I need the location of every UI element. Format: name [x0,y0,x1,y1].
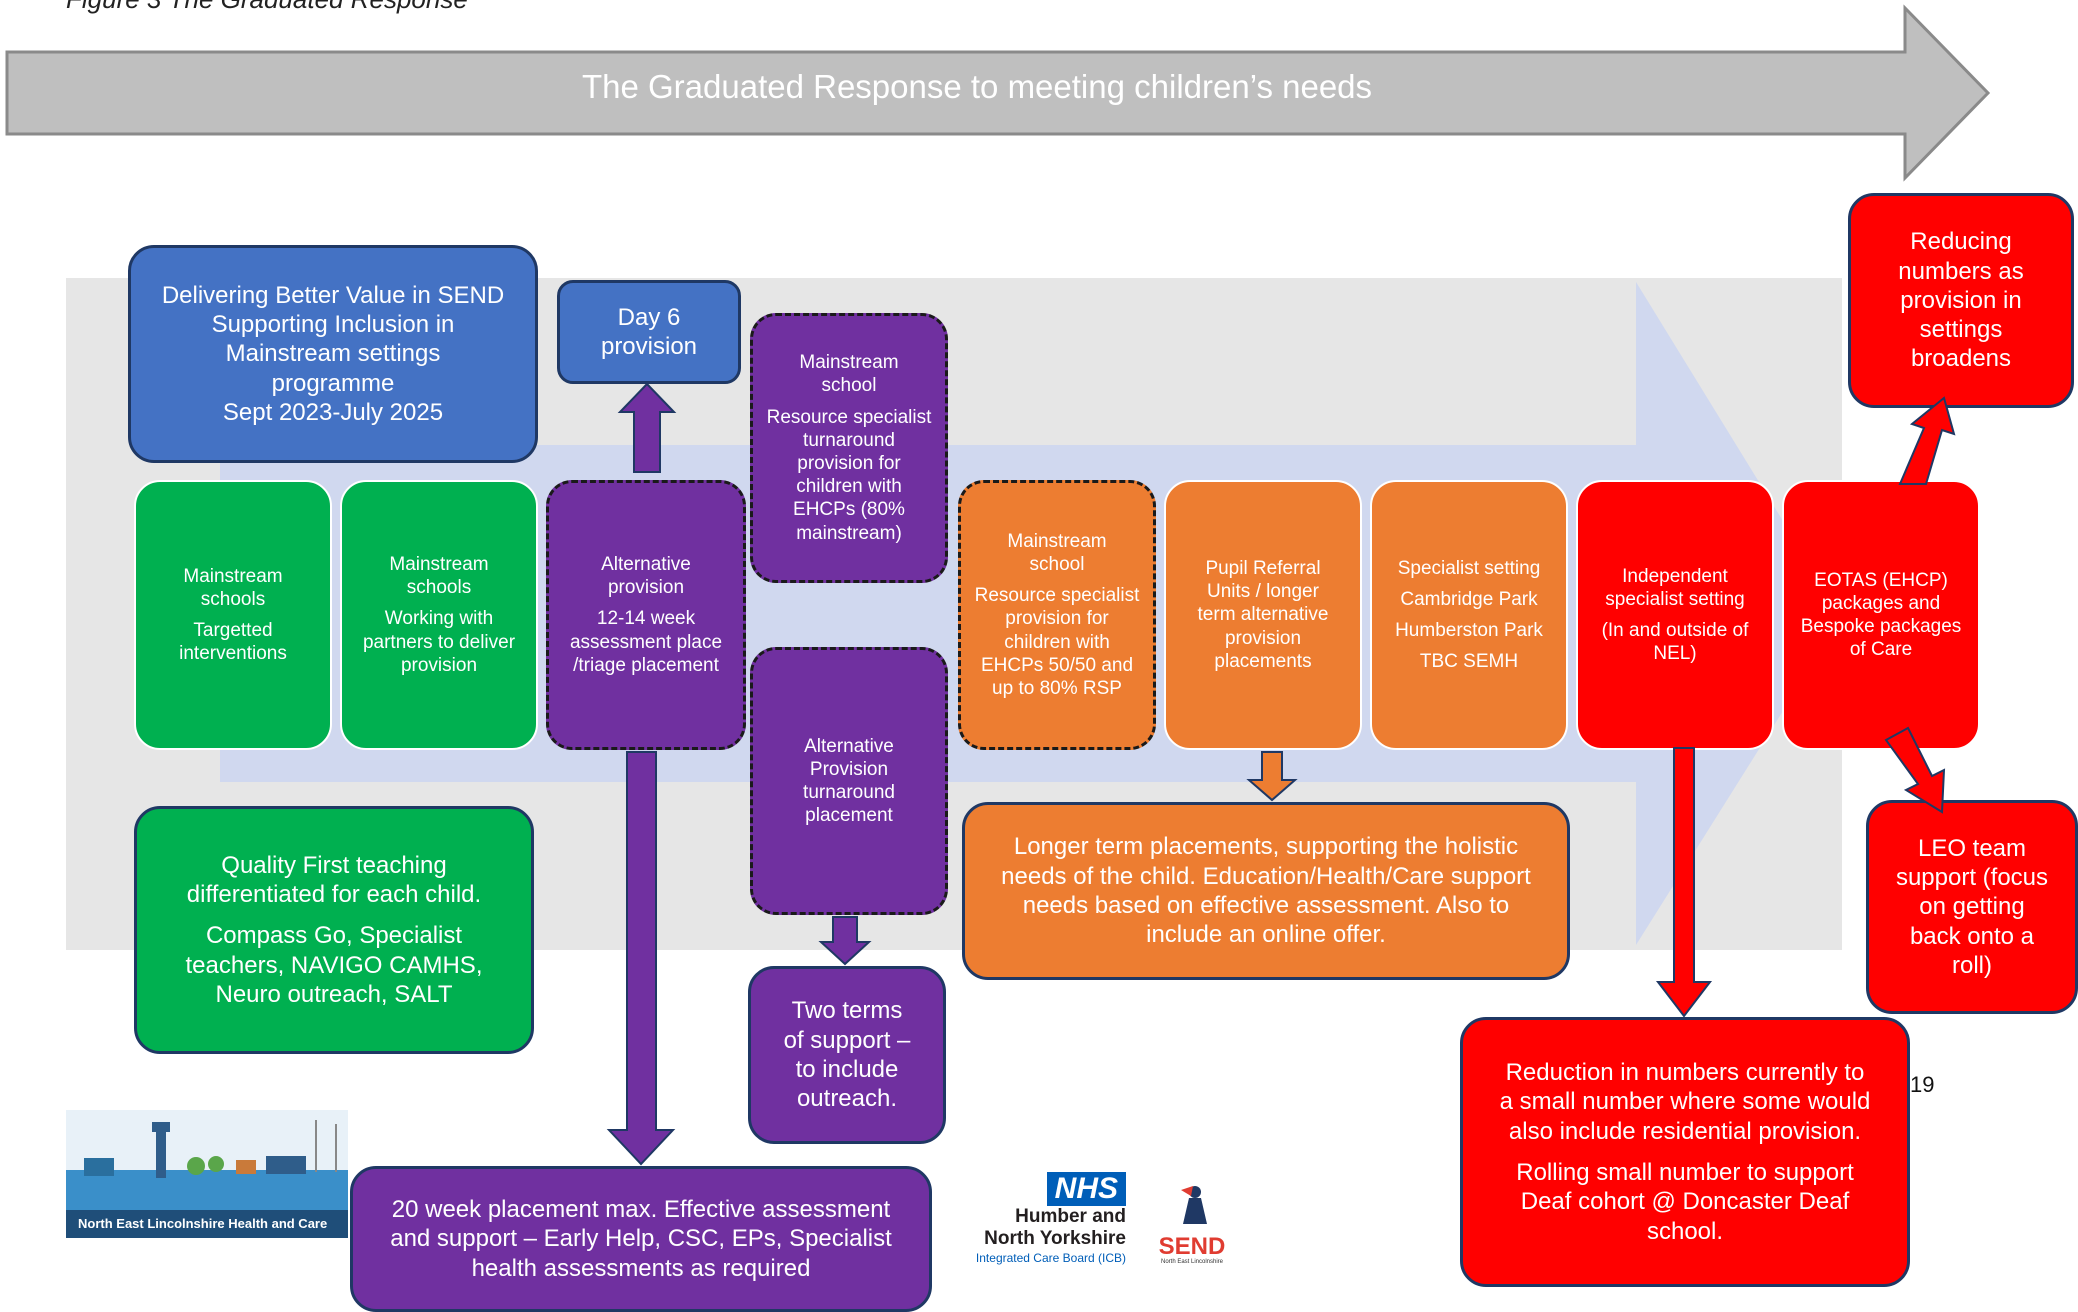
stage-independent-specialist: Independent specialist setting(In and ou… [1576,480,1774,750]
nhs-badge: NHS [1046,1172,1126,1206]
nel-logo: North East Lincolnshire Health and Care [66,1110,348,1248]
two-terms-box: Two terms of support – to include outrea… [748,966,946,1144]
nhs-logo: NHS Humber and North Yorkshire Integrate… [930,1172,1126,1276]
stage-eotas: EOTAS (EHCP) packages and Bespoke packag… [1782,480,1980,750]
arrow-down-longer-term [1246,751,1298,802]
send-figure-icon [1181,1186,1207,1224]
nhs-org-line1: Humber and [1015,1206,1126,1227]
nel-logo-text: North East Lincolnshire Health and Care [78,1216,328,1231]
reducing-numbers-box: Reducing numbers as provision in setting… [1848,193,2074,408]
stage-specialist-setting: Specialist setting Cambridge Park Humber… [1370,480,1568,750]
twenty-week-box: 20 week placement max. Effective assessm… [350,1166,932,1312]
arrow-down-leo [1884,726,1946,814]
arrow-up-day6 [617,382,677,473]
arrow-down-two-terms [818,916,872,966]
arrow-down-reduction [1655,747,1713,1018]
send-logo-text: SEND [1158,1233,1226,1260]
dbv-programme-box: Delivering Better Value in SEND Supporti… [128,245,538,463]
reduction-box: Reduction in numbers currently to a smal… [1460,1017,1910,1287]
send-logo: SEND North East Lincolnshire [1148,1184,1236,1276]
nhs-org-line2: North Yorkshire [984,1228,1126,1249]
banner-arrow [5,4,1991,182]
stage-pupil-referral-units: Pupil Referral Units / longer term alter… [1164,480,1362,750]
send-logo-sub: North East Lincolnshire [1160,1259,1224,1265]
nel-logo-banner: North East Lincolnshire Health and Care [66,1210,348,1238]
figure-caption: Figure 3 The Graduated Response [66,0,468,15]
arrow-down-20week [606,751,676,1166]
leo-team-box: LEO team support (focus on getting back … [1866,800,2078,1014]
arrow-up-reducing [1898,396,1956,485]
turnaround-ap-box: Alternative Provision turnaround placeme… [750,647,948,915]
longer-term-box: Longer term placements, supporting the h… [962,802,1570,980]
banner-title: The Graduated Response to meeting childr… [581,68,1373,105]
page-number: 19 [1910,1072,1935,1097]
nhs-org-line3: Integrated Care Board (ICB) [975,1251,1126,1265]
quality-first-box: Quality First teaching differentiated fo… [134,806,534,1054]
nel-skyline-icon [66,1110,348,1210]
day6-provision-box: Day 6 provision [557,280,741,384]
